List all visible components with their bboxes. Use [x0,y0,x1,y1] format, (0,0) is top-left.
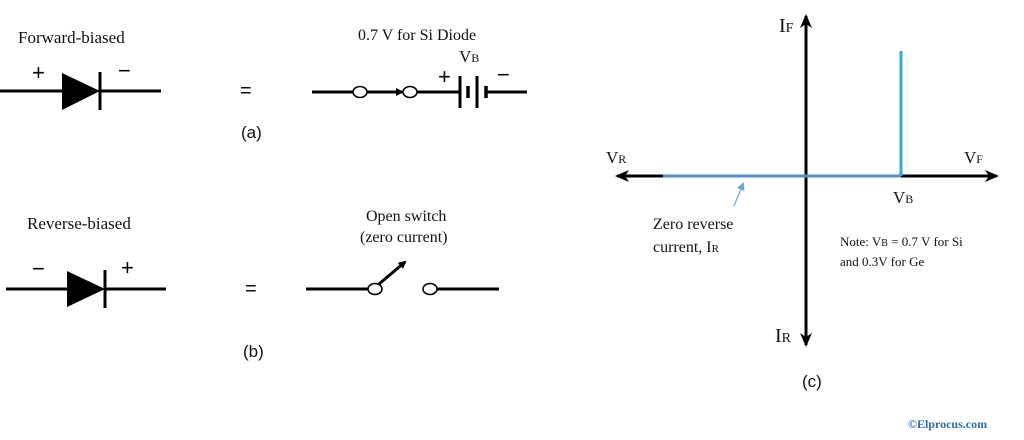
panel-ideal-diode-characteristic: IF IR VR VF VB Zero reverse current, IR … [606,14,999,391]
reverse-biased-title: Reverse-biased [27,214,131,233]
zero-reverse-annotation-line2: current, IR [653,239,720,256]
cathode-plus-sign: + [121,255,134,280]
si-diode-voltage-title: 0.7 V for Si Diode [358,27,476,44]
diode-triangle [67,271,105,307]
forward-voltage-axis-label: VF [964,148,983,167]
annotation-arrow-icon [733,182,745,207]
zero-reverse-annotation-line1: Zero reverse [653,216,733,233]
elprocus-watermark: ©Elprocus.com [908,417,987,431]
battery-icon [458,76,488,108]
open-switch-title: Open switch [366,208,446,225]
reverse-current-axis-label: IR [775,325,792,347]
battery-plus-sign: + [438,64,451,89]
battery-minus-sign: − [497,62,510,87]
equals-sign-a: = [240,80,252,102]
open-switch-circuit [306,260,499,296]
barrier-voltage-label: VB [893,188,913,207]
note-line1: Note: VB = 0.7 V for Si [840,234,963,249]
diode-symbol-reverse [6,270,166,308]
diode-symbol-forward [0,72,161,110]
switch-terminal [422,282,438,296]
note-line2: and 0.3V for Ge [840,254,924,269]
zero-current-subtitle: (zero current) [360,229,448,246]
reverse-voltage-axis-label: VR [606,148,626,167]
cathode-minus-sign: − [118,58,131,83]
caption-b: (b) [243,342,264,361]
diode-triangle [62,73,100,110]
equals-sign-b: = [245,278,257,300]
forward-biased-title: Forward-biased [18,28,125,47]
panel-forward-biased: Forward-biased + − = 0.7 V for Si Diode [0,27,527,142]
caption-a: (a) [241,123,262,142]
battery-voltage-label: VB [459,47,479,66]
panel-reverse-biased: Reverse-biased − + = Open switch (zero c… [6,208,499,361]
anode-minus-sign: − [32,256,45,281]
switch-terminal [367,282,383,296]
forward-current-axis-label: IF [779,15,794,37]
anode-plus-sign: + [32,60,45,85]
closed-switch-battery-circuit [312,76,527,108]
caption-c: (c) [802,372,822,391]
switch-terminal [352,85,368,99]
switch-terminal [402,85,418,99]
open-switch-arrow-icon [378,260,407,286]
